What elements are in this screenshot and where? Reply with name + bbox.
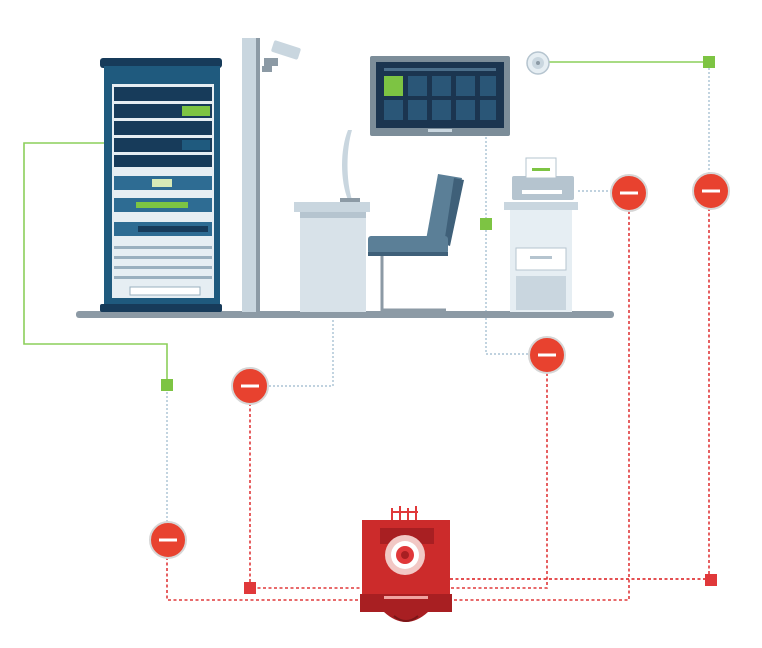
red-line-2 [249,403,365,589]
red-line-1 [166,557,365,601]
red-hub-device [360,506,452,622]
floor-shelf [76,311,614,318]
red-junction [705,574,717,586]
camera-icon [271,40,301,60]
wall-monitor [370,56,510,136]
desk [294,130,370,312]
server-rack [100,58,222,312]
security-camera-pole [242,38,301,312]
red-junction [244,582,256,594]
desk-to-block-line [268,316,334,387]
no-entry-icon [149,521,187,559]
red-line-5 [450,208,710,580]
junction-to-block-line [485,230,531,355]
rack-link-line [23,142,168,385]
blocked-markers [149,172,730,559]
no-entry-icon [528,336,566,374]
no-entry-icon [231,367,269,405]
smoke-detector [526,51,550,75]
green-junction [161,379,173,391]
no-entry-icon [692,172,730,210]
blue-dotted-lines [166,68,710,526]
no-entry-icon [610,174,648,212]
green-junction [480,218,492,230]
red-line-4 [450,211,630,601]
red-line-3 [450,373,548,589]
green-lines [23,61,709,385]
office-chair [368,174,464,312]
junctions [161,56,717,594]
printer-cabinet [504,157,578,312]
green-junction [703,56,715,68]
